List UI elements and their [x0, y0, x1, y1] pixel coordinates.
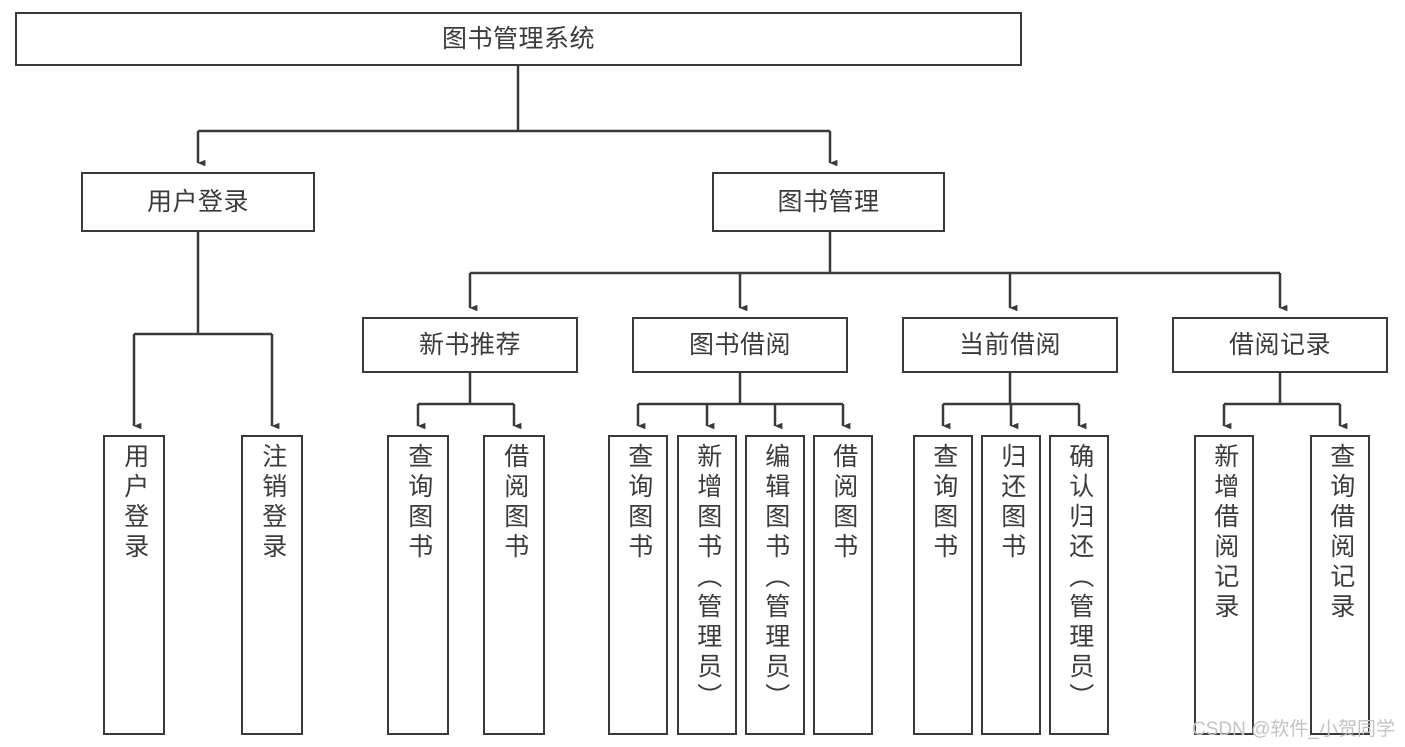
leaf-current-confirm-return-label: 确认归还（管理员） — [1065, 443, 1094, 713]
node-borrow-records[interactable]: 借阅记录 — [1172, 317, 1388, 373]
node-new-book-recommend-label: 新书推荐 — [418, 330, 521, 359]
node-root[interactable]: 图书管理系统 — [15, 12, 1022, 66]
leaf-borrow-query-book[interactable]: 查询图书 — [608, 435, 668, 735]
leaf-current-return-book-label: 归还图书 — [997, 443, 1026, 563]
leaf-newbook-borrow-book-label: 借阅图书 — [500, 443, 529, 563]
node-book-management-label: 图书管理 — [777, 187, 880, 216]
leaf-records-query-record[interactable]: 查询借阅记录 — [1310, 435, 1370, 735]
leaf-current-confirm-return[interactable]: 确认归还（管理员） — [1049, 435, 1109, 735]
leaf-logout[interactable]: 注销登录 — [241, 435, 303, 735]
leaf-user-login[interactable]: 用户登录 — [103, 435, 165, 735]
node-current-borrow-label: 当前借阅 — [958, 330, 1061, 359]
node-borrow-records-label: 借阅记录 — [1228, 330, 1331, 359]
leaf-borrow-borrow-book-label: 借阅图书 — [829, 443, 858, 563]
leaf-borrow-add-book-label: 新增图书（管理员） — [693, 443, 722, 713]
node-book-borrow[interactable]: 图书借阅 — [632, 317, 848, 373]
leaf-current-query-book-label: 查询图书 — [929, 443, 958, 563]
node-user-login[interactable]: 用户登录 — [81, 172, 315, 232]
node-root-label: 图书管理系统 — [441, 24, 595, 53]
node-user-login-label: 用户登录 — [146, 187, 249, 216]
leaf-current-return-book[interactable]: 归还图书 — [981, 435, 1041, 735]
node-new-book-recommend[interactable]: 新书推荐 — [362, 317, 578, 373]
leaf-borrow-query-book-label: 查询图书 — [624, 443, 653, 563]
watermark: CSDN @软件_小贺同学 — [1192, 719, 1395, 740]
leaf-newbook-query-book[interactable]: 查询图书 — [387, 435, 449, 735]
node-current-borrow[interactable]: 当前借阅 — [902, 317, 1118, 373]
leaf-borrow-edit-book[interactable]: 编辑图书（管理员） — [745, 435, 805, 735]
node-book-management[interactable]: 图书管理 — [712, 172, 945, 232]
node-book-borrow-label: 图书借阅 — [688, 330, 791, 359]
leaf-logout-label: 注销登录 — [258, 443, 287, 563]
leaf-newbook-borrow-book[interactable]: 借阅图书 — [483, 435, 545, 735]
leaf-borrow-edit-book-label: 编辑图书（管理员） — [761, 443, 790, 713]
leaf-records-query-record-label: 查询借阅记录 — [1326, 443, 1355, 623]
leaf-borrow-add-book[interactable]: 新增图书（管理员） — [677, 435, 737, 735]
leaf-user-login-label: 用户登录 — [120, 443, 149, 563]
leaf-current-query-book[interactable]: 查询图书 — [913, 435, 973, 735]
leaf-borrow-borrow-book[interactable]: 借阅图书 — [813, 435, 873, 735]
leaf-records-add-record[interactable]: 新增借阅记录 — [1194, 435, 1254, 735]
leaf-newbook-query-book-label: 查询图书 — [404, 443, 433, 563]
leaf-records-add-record-label: 新增借阅记录 — [1210, 443, 1239, 623]
